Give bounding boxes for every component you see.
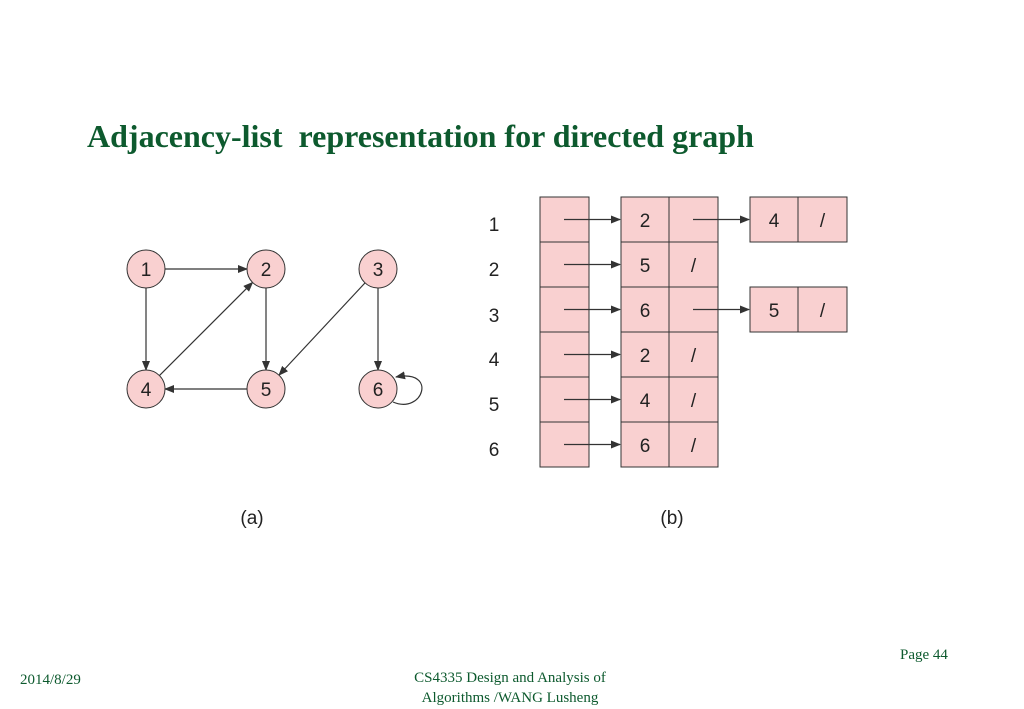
node-circle [126,249,166,289]
null-pointer: / [691,391,697,412]
value-cell [620,196,670,243]
edge-6-6 [392,371,423,405]
vertex-label: 2 [489,260,500,281]
next-cell [668,376,719,423]
footer-date: 2014/8/29 [20,672,81,688]
node-label: 4 [141,380,152,401]
node-value: 6 [640,301,651,322]
graph-node-4: 4 [126,369,166,409]
node-value: 6 [640,436,651,457]
next-cell [797,196,848,243]
value-cell [620,421,670,468]
edge-3-5 [278,282,366,376]
graph-node-1: 1 [126,249,166,289]
node-circle [246,369,286,409]
node-value: 2 [640,346,651,367]
list-caption: (b) [660,508,683,529]
node-circle [246,249,286,289]
node-value: 2 [640,211,651,232]
vertex-label: 6 [489,440,500,461]
vertex-label: 1 [489,215,500,236]
value-cell [620,286,670,333]
node-value: 4 [769,211,780,232]
list-node-1-0: 2 [620,196,750,243]
node-circle [358,369,398,409]
node-value: 5 [640,256,651,277]
graph-node-3: 3 [358,249,398,289]
list-node-1-1: 4/ [749,196,848,243]
list-node-6-0: 6/ [620,421,719,468]
vertex-label: 5 [489,395,500,416]
footer-page-number: Page 44 [900,647,948,663]
value-cell [620,241,670,288]
graph-caption: (a) [240,508,263,529]
graph-node-2: 2 [246,249,286,289]
node-circle [358,249,398,289]
graph-node-5: 5 [246,369,286,409]
next-cell [668,421,719,468]
node-label: 5 [261,380,272,401]
null-pointer: / [820,211,826,232]
edge-4-2 [159,281,254,376]
node-label: 6 [373,380,384,401]
footer-course-line2: Algorithms /WANG Lusheng [421,690,599,706]
graph-node-6: 6 [358,369,398,409]
value-cell [749,286,799,333]
list-node-3-0: 6 [620,286,750,333]
vertex-label: 4 [489,350,500,371]
node-label: 1 [141,260,152,281]
node-value: 4 [640,391,651,412]
next-cell [668,331,719,378]
node-label: 2 [261,260,272,281]
value-cell [620,331,670,378]
node-circle [126,369,166,409]
null-pointer: / [691,346,697,367]
slide-title: Adjacency-list representation for direct… [87,118,754,154]
next-cell [797,286,848,333]
list-node-2-0: 5/ [620,241,719,288]
vertex-label: 3 [489,306,500,327]
list-node-3-1: 5/ [749,286,848,333]
node-label: 3 [373,260,384,281]
list-node-4-0: 2/ [620,331,719,378]
footer-course-line1: CS4335 Design and Analysis of [414,670,606,686]
null-pointer: / [691,256,697,277]
next-cell [668,241,719,288]
directed-graph: 1 2 3 4 5 6 [126,249,423,409]
node-value: 5 [769,301,780,322]
null-pointer: / [691,436,697,457]
footer-course: CS4335 Design and Analysis of Algorithms… [360,668,660,708]
list-node-5-0: 4/ [620,376,719,423]
null-pointer: / [820,301,826,322]
